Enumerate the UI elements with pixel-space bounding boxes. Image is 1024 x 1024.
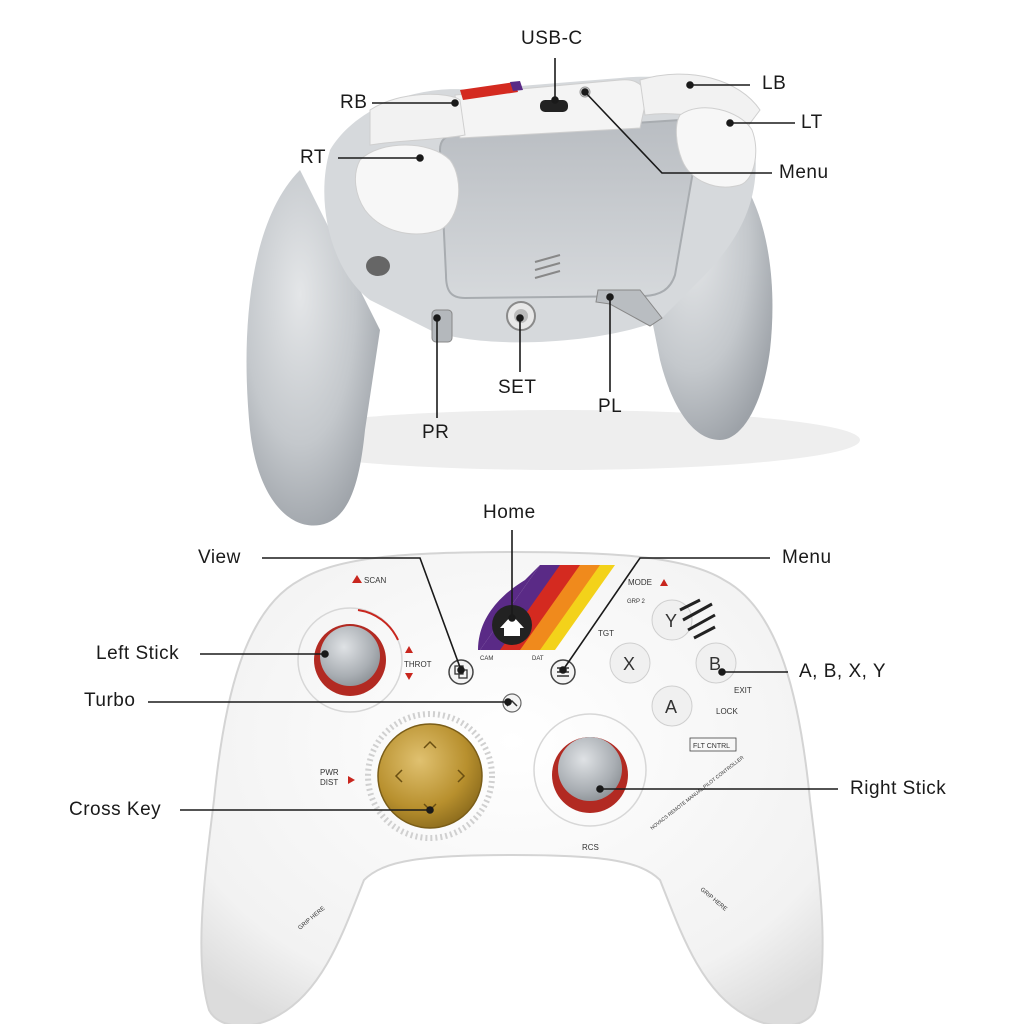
cam-text: CAM xyxy=(480,656,493,662)
controller-front-view xyxy=(200,550,824,1024)
flt-cntrl-text: FLT CNTRL xyxy=(693,743,730,750)
abxy-label: A, B, X, Y xyxy=(799,661,887,682)
pr-label: PR xyxy=(422,422,450,443)
front-leader-lines xyxy=(148,530,838,814)
scan-text: SCAN xyxy=(364,576,386,585)
view-label: View xyxy=(198,547,241,568)
rcs-text: RCS xyxy=(582,843,599,852)
cross-key-label: Cross Key xyxy=(69,799,162,820)
lock-text: LOCK xyxy=(716,707,738,716)
dat-text: DAT xyxy=(532,656,544,662)
left-stick-label: Left Stick xyxy=(96,643,180,664)
usb-c-label: USB-C xyxy=(521,28,583,49)
x-button-letter: X xyxy=(623,654,635,674)
pwr-text: PWR xyxy=(320,768,339,777)
home-icon xyxy=(500,615,524,636)
grp-text: GRP 2 xyxy=(627,599,646,605)
lt-label: LT xyxy=(801,112,823,133)
y-button-letter: Y xyxy=(665,611,677,631)
a-button-letter: A xyxy=(665,697,677,717)
set-label: SET xyxy=(498,377,537,398)
mode-text: MODE xyxy=(628,578,652,587)
tgt-text: TGT xyxy=(598,629,614,638)
rb-label: RB xyxy=(340,92,368,113)
pl-label: PL xyxy=(598,396,623,417)
controller-back-view xyxy=(246,73,860,526)
menu-front-label: Menu xyxy=(782,547,832,568)
rt-label: RT xyxy=(300,147,326,168)
throt-text: THROT xyxy=(404,660,432,669)
cross-key[interactable] xyxy=(377,723,483,829)
top-leader-lines xyxy=(338,58,795,418)
home-label: Home xyxy=(483,502,536,523)
lb-label: LB xyxy=(762,73,787,94)
dist-text: DIST xyxy=(320,778,338,787)
x-button[interactable] xyxy=(609,642,651,684)
b-button-letter: B xyxy=(709,654,721,674)
b-button[interactable] xyxy=(695,642,737,684)
menu-top-label: Menu xyxy=(779,162,829,183)
a-button[interactable] xyxy=(651,685,693,727)
exit-text: EXIT xyxy=(734,686,752,695)
turbo-label: Turbo xyxy=(84,690,136,711)
right-stick-label: Right Stick xyxy=(850,778,947,799)
